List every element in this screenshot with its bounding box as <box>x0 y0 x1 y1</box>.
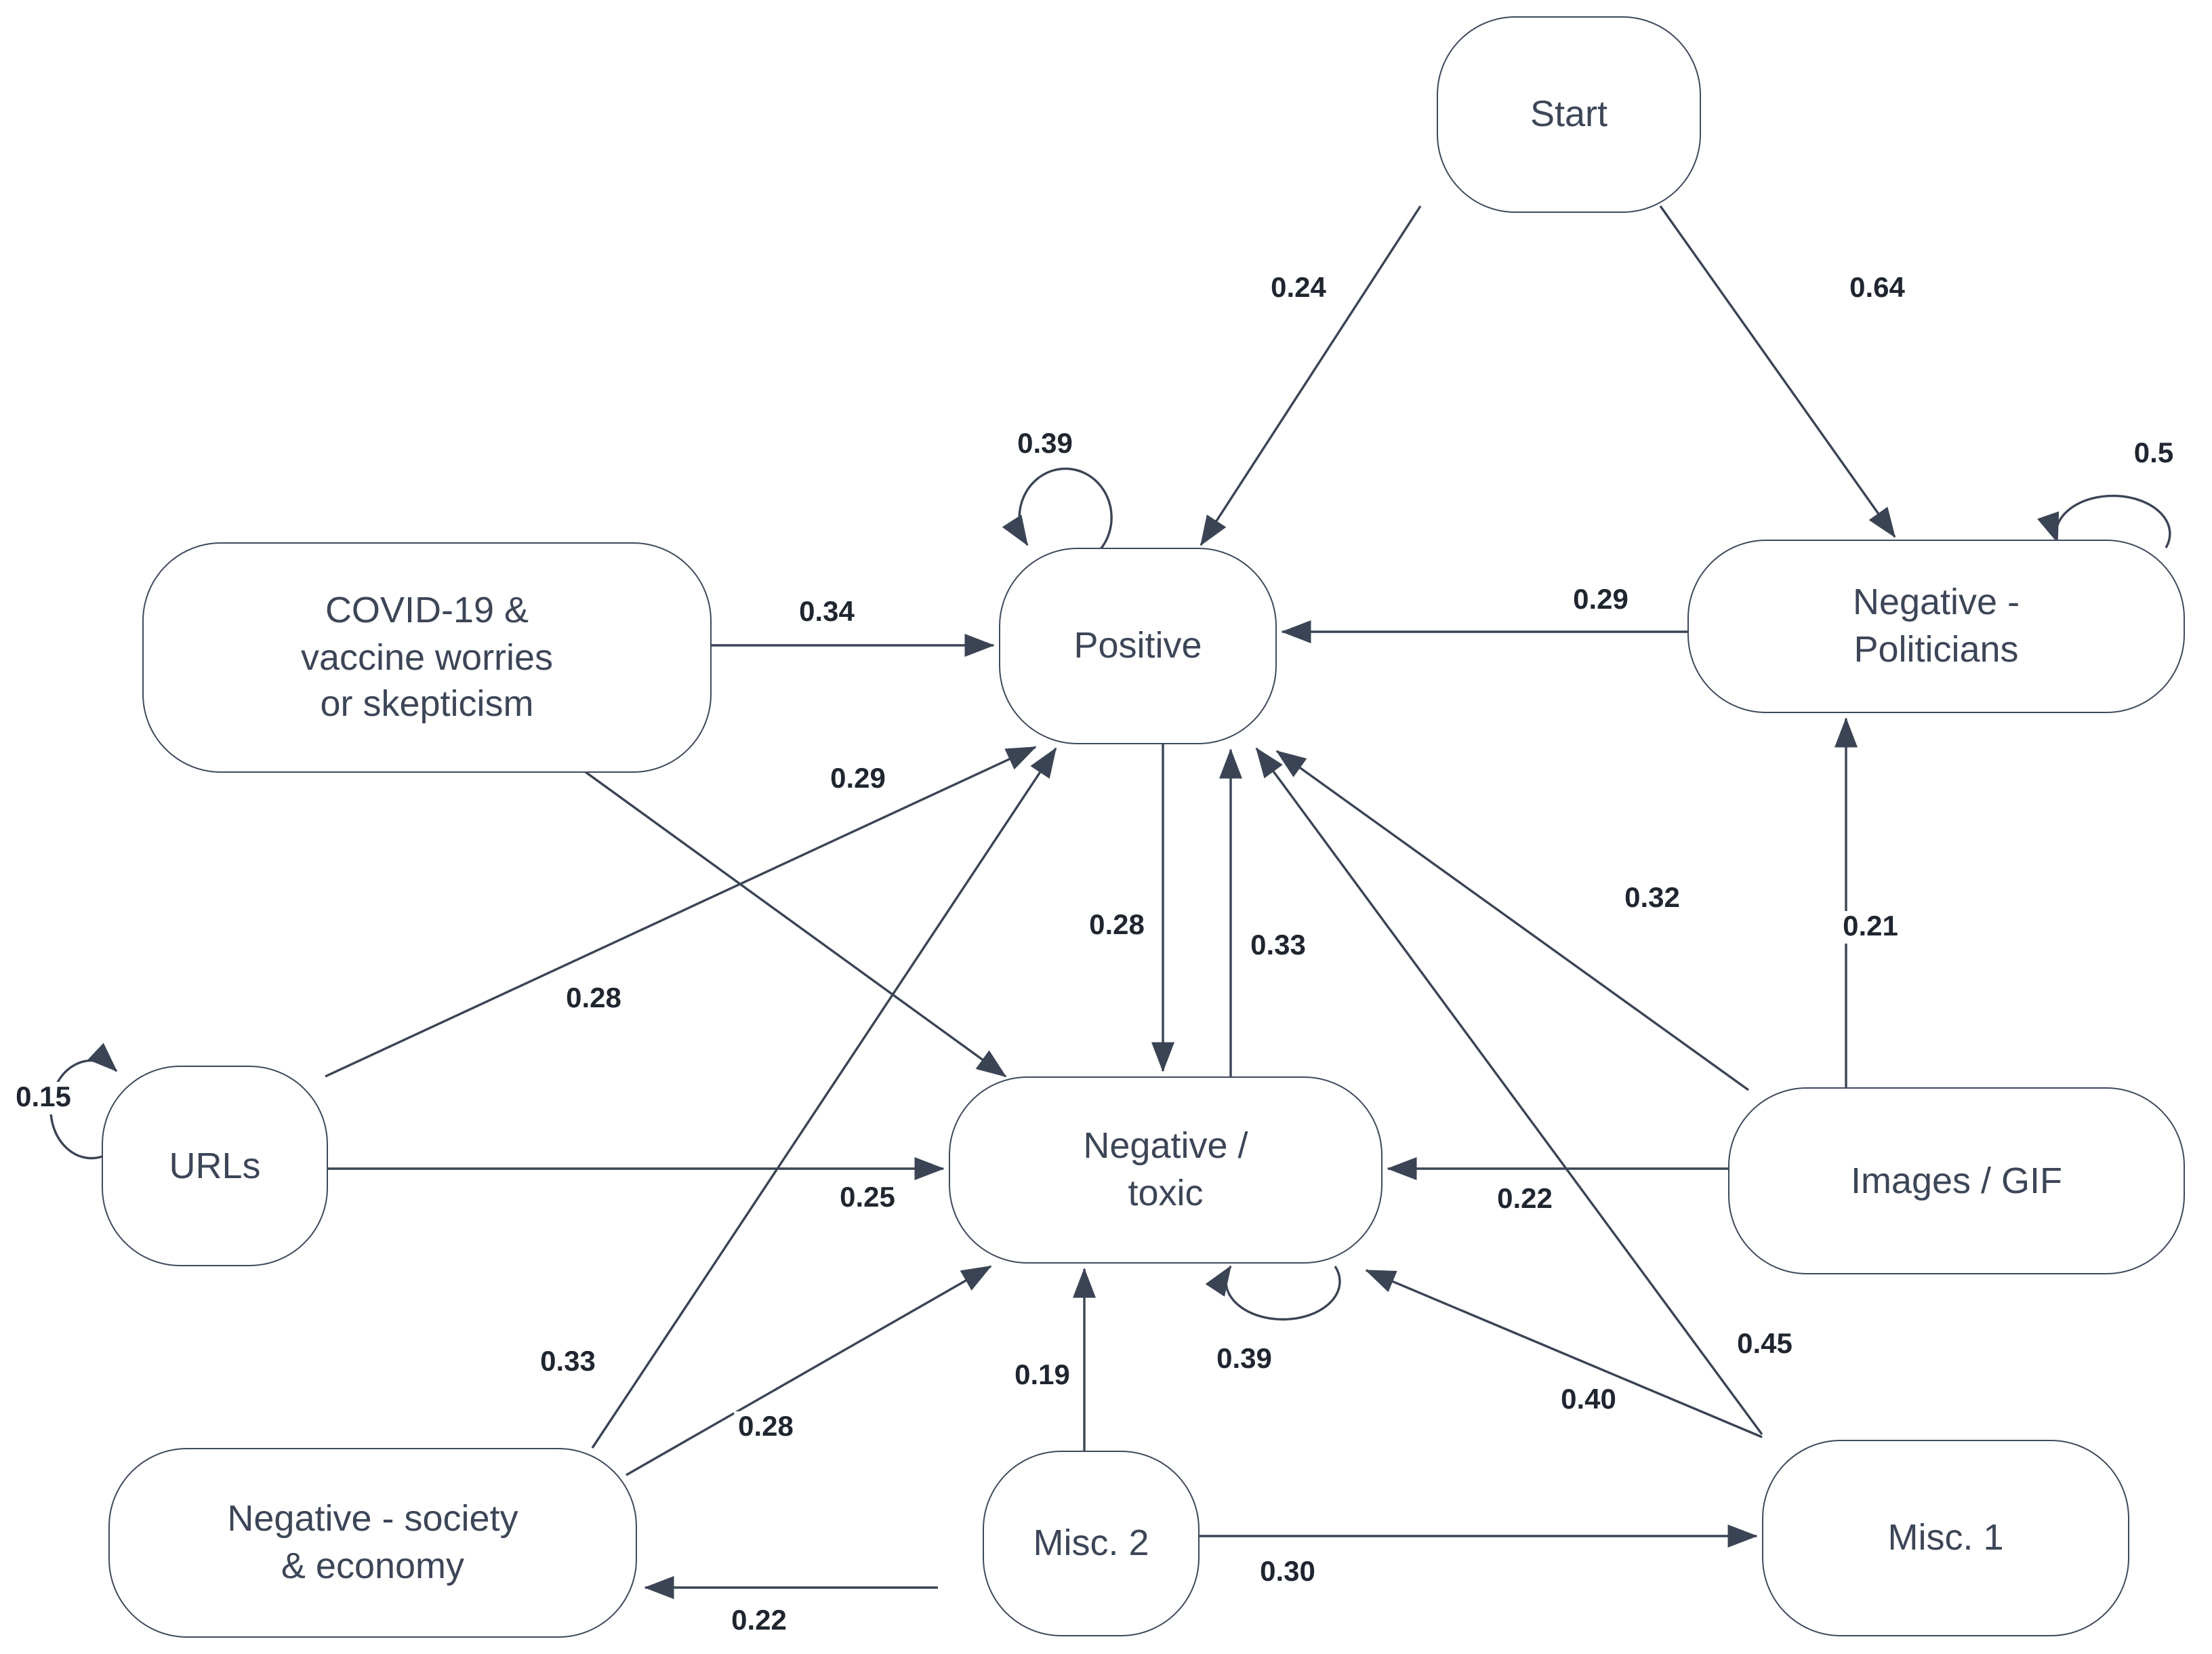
edge-start-positive-line <box>1200 205 1422 546</box>
edge-label-covid-neg-toxic: 0.29 <box>826 763 890 796</box>
edge-label-neg-toxic-self: 0.39 <box>1212 1344 1276 1376</box>
node-positive: Positive <box>999 548 1277 744</box>
edge-society-neg-toxic-line <box>626 1265 992 1476</box>
edge-label-urls-positive: 0.28 <box>562 983 626 1015</box>
edge-neg-politicians-self-loop <box>2037 494 2171 548</box>
node-images-gif: Images / GIF <box>1728 1087 2185 1274</box>
edge-neg-toxic-self-loop <box>1205 1265 1341 1321</box>
node-positive-label: Positive <box>1073 625 1202 666</box>
node-neg-society-label-line2: & economy <box>281 1546 465 1586</box>
edge-label-misc2-misc1: 0.30 <box>1256 1556 1319 1589</box>
node-neg-society-label-line1: Negative - society <box>227 1498 518 1539</box>
node-neg-toxic-label-line2: toxic <box>1128 1173 1204 1213</box>
node-start: Start <box>1437 16 1701 213</box>
edge-label-misc1-positive: 0.45 <box>1733 1329 1797 1361</box>
edge-misc1-neg-toxic-line <box>1365 1269 1763 1438</box>
node-misc2-label: Misc. 2 <box>1033 1522 1149 1564</box>
edge-label-start-positive: 0.24 <box>1267 273 1330 305</box>
node-misc1: Misc. 1 <box>1762 1440 2129 1636</box>
edge-label-urls-neg-toxic: 0.25 <box>836 1182 899 1215</box>
edge-society-positive-line <box>591 747 1057 1449</box>
edge-images-positive-line <box>1275 750 1749 1091</box>
edge-urls-positive-line <box>325 746 1037 1078</box>
node-covid-label-line3: or skepticism <box>320 683 534 725</box>
edge-label-images-positive: 0.32 <box>1620 883 1684 915</box>
edge-label-misc2-neg-toxic: 0.19 <box>1010 1360 1074 1392</box>
edge-positive-self-loop <box>1002 467 1113 550</box>
edge-label-neg-toxic-positive: 0.33 <box>1246 930 1310 963</box>
node-start-label: Start <box>1530 94 1608 135</box>
edge-label-society-neg-toxic: 0.28 <box>734 1411 798 1444</box>
node-neg-toxic-label-line1: Negative / <box>1083 1125 1248 1167</box>
node-misc1-label: Misc. 1 <box>1887 1517 2004 1558</box>
node-misc2: Misc. 2 <box>983 1451 1200 1636</box>
edge-label-neg-politicians-self: 0.5 <box>2129 438 2178 470</box>
edge-label-misc1-neg-toxic: 0.40 <box>1557 1384 1620 1417</box>
edge-label-covid-positive: 0.34 <box>795 597 859 629</box>
node-neg-politicians-label-line1: Negative - <box>1852 582 2020 623</box>
node-neg-society: Negative - society & economy <box>108 1448 637 1638</box>
node-covid: COVID-19 & vaccine worries or skepticism <box>142 542 712 773</box>
edge-label-misc2-society: 0.22 <box>727 1605 791 1638</box>
edge-label-images-neg-toxic: 0.22 <box>1493 1184 1557 1216</box>
edge-label-neg-politicians-positive: 0.29 <box>1569 584 1633 617</box>
edge-label-positive-self: 0.39 <box>1013 428 1077 461</box>
node-covid-label-line1: COVID-19 & <box>325 590 529 631</box>
edge-label-society-positive: 0.33 <box>536 1346 600 1379</box>
node-neg-politicians-label-line2: Politicians <box>1853 629 2019 670</box>
node-neg-politicians: Negative - Politicians <box>1687 540 2185 713</box>
node-covid-label-line2: vaccine worries <box>300 637 554 678</box>
node-neg-toxic: Negative / toxic <box>949 1076 1382 1264</box>
edge-label-positive-neg-toxic: 0.28 <box>1085 910 1149 942</box>
edge-label-urls-self: 0.15 <box>12 1082 75 1114</box>
edge-start-neg-politicians-line <box>1659 205 1896 538</box>
node-urls: URLs <box>102 1066 328 1266</box>
edge-label-start-neg-politicians: 0.64 <box>1845 273 1909 305</box>
node-urls-label: URLs <box>169 1145 261 1186</box>
node-images-gif-label: Images / GIF <box>1850 1160 2063 1201</box>
edge-label-images-neg-politicians: 0.21 <box>1839 911 1902 944</box>
edge-covid-neg-toxic-line <box>582 769 1007 1078</box>
edge-misc1-positive-line <box>1255 747 1763 1436</box>
